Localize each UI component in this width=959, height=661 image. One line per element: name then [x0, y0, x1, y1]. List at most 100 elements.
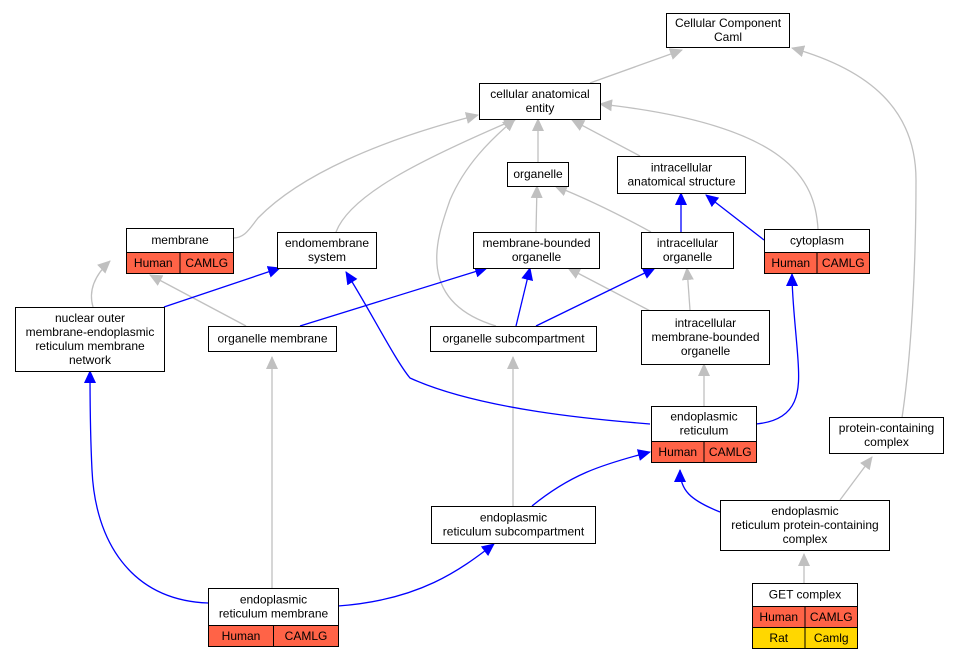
edge-nuclear-network-part-of-endomembrane[interactable]: [163, 266, 281, 308]
edge-imbo-to-intracellular-organelle: [681, 267, 694, 311]
species-label: Human: [759, 610, 798, 624]
node-box: [15, 307, 165, 372]
node-label-line: endoplasmic: [240, 593, 307, 607]
node-label-line: reticulum membrane: [219, 607, 329, 621]
edge-ias-to-cae: [571, 119, 641, 157]
node-label-line: system: [308, 250, 346, 264]
node-label-line: anatomical structure: [627, 175, 735, 189]
node-label-line: endomembrane: [285, 236, 369, 250]
gene-cell: [703, 441, 757, 463]
species-label: Rat: [769, 631, 788, 645]
node-label-line: membrane-bounded: [651, 330, 759, 344]
edge-organelle-membrane-part-of-mbo[interactable]: [299, 265, 488, 327]
node-box: [473, 232, 600, 269]
edge-subcompartment-part-of-intracellular-organelle[interactable]: [535, 267, 656, 327]
edge-cytoplasm-part-of-ias[interactable]: [705, 194, 765, 241]
node-box: [617, 156, 746, 194]
edge-subcompartment-to-cae: [436, 118, 516, 327]
node-organelle[interactable]: organelle: [507, 162, 569, 187]
edge-er-part-of-endomembrane[interactable]: [345, 271, 651, 425]
node-label-line: protein-containing: [839, 421, 934, 435]
node-box: [720, 500, 890, 551]
node-box: [126, 228, 234, 253]
edge-erpcc-part-of-er[interactable]: [674, 469, 721, 513]
node-box: [208, 588, 339, 626]
node-nuclear-outer-membrane-er-network[interactable]: nuclear outermembrane-endoplasmicreticul…: [15, 307, 165, 372]
node-label-line: organelle subcompartment: [442, 332, 585, 346]
node-label-line: organelle: [512, 250, 562, 264]
edge-cytoplasm-to-cae: [599, 99, 819, 230]
edge-er-membrane-part-of-nuclear-network[interactable]: [84, 370, 209, 604]
node-box: [277, 232, 377, 269]
node-box: [829, 417, 944, 454]
node-label-line: endoplasmic: [771, 504, 838, 518]
gene-label: Camlg: [814, 631, 849, 645]
gene-cell: [179, 252, 234, 274]
node-label-line: reticulum subcompartment: [443, 525, 585, 539]
edge-er-part-of-cytoplasm[interactable]: [755, 273, 800, 425]
node-label-line: complex: [783, 532, 828, 546]
node-box: [666, 13, 790, 48]
species-label: Human: [134, 256, 173, 270]
node-label-line: complex: [864, 435, 909, 449]
node-organelle-subcompartment[interactable]: organelle subcompartment: [430, 326, 597, 352]
gene-label: CAMLG: [822, 256, 865, 270]
edge-intracellular-organelle-to-organelle: [554, 184, 652, 233]
edge-nuclear-network-to-membrane: [90, 260, 111, 308]
gene-cell: [804, 627, 858, 649]
node-label-line: membrane-bounded: [482, 236, 590, 250]
node-label-line: endoplasmic: [670, 410, 737, 424]
edge-endomembrane-to-cae: [335, 118, 517, 233]
species-label: Human: [658, 445, 697, 459]
node-box: [641, 310, 770, 365]
species-label: Human: [222, 629, 261, 643]
node-label-line: organelle: [513, 167, 563, 181]
node-label-line: intracellular: [657, 236, 718, 250]
edge-imbo-to-mbo: [567, 267, 659, 316]
node-label-line: endoplasmic: [480, 511, 547, 525]
node-box: [431, 506, 596, 544]
node-box: [651, 406, 757, 442]
node-label-line: organelle membrane: [217, 332, 327, 346]
node-label-line: cellular anatomical: [490, 87, 589, 101]
edge-membrane-to-cae: [232, 112, 479, 239]
node-label-line: GET complex: [769, 588, 841, 602]
gene-label: CAMLG: [810, 610, 853, 624]
edge-mbo-to-organelle: [530, 185, 543, 233]
node-label-line: entity: [526, 101, 555, 115]
gene-label: CAMLG: [285, 629, 328, 643]
gene-cell: [273, 625, 339, 647]
edge-organelle-membrane-to-membrane: [149, 274, 247, 327]
node-box: [479, 83, 601, 120]
node-label-line: membrane-endoplasmic: [26, 325, 155, 339]
node-label-line: reticulum membrane: [35, 339, 145, 353]
edge-er-subcompartment-part-of-er[interactable]: [531, 449, 651, 507]
edge-er-membrane-part-of-er-subcompartment[interactable]: [337, 543, 495, 607]
gene-cell: [816, 252, 870, 274]
node-organelle-membrane[interactable]: organelle membrane: [208, 326, 337, 352]
node-label-line: nuclear outer: [55, 311, 125, 325]
node-label-line: Caml: [714, 30, 742, 44]
node-box: [430, 326, 597, 352]
node-label-line: membrane: [151, 233, 209, 247]
edge-subcompartment-part-of-mbo[interactable]: [515, 267, 534, 327]
edge-erpcc-to-pcc: [839, 456, 873, 501]
node-box: [208, 326, 337, 352]
gene-label: CAMLG: [709, 445, 752, 459]
node-label-line: intracellular: [675, 316, 736, 330]
